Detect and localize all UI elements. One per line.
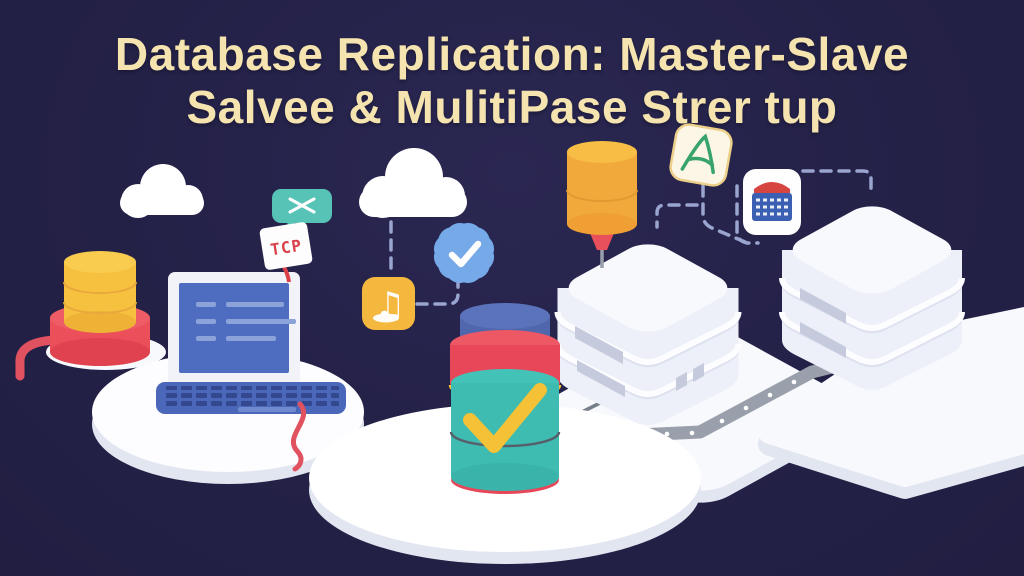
server-slats (575, 326, 625, 397)
handwritten-a-card-icon (669, 123, 733, 187)
server-slats (800, 288, 846, 358)
title-line-1: Database Replication: Master-Slave (114, 28, 910, 80)
page-title: Database Replication: Master-Slave Salve… (0, 28, 1024, 135)
laptop-spacebar (238, 407, 296, 412)
server-stack-right (779, 206, 965, 390)
tcp-label-text: TCP (269, 236, 303, 260)
calendar-card-icon (743, 169, 801, 235)
database-orange-right (566, 141, 638, 268)
tcp-label-card: TCP (259, 222, 313, 270)
blue-cap (460, 303, 550, 329)
database-checked-center (448, 303, 562, 494)
database-yellow-left (50, 251, 150, 366)
laptop-keyboard (156, 382, 346, 414)
cable-red-center (290, 401, 307, 472)
music-note-glyph: ♫ (375, 285, 405, 325)
check-mark-icon (463, 383, 547, 453)
laptop-screen (179, 283, 289, 373)
funnel (590, 233, 614, 250)
dashed-connector-lines (389, 169, 873, 306)
cloud-icon-left (120, 164, 204, 218)
platform-right (758, 306, 1024, 499)
verified-check-badge-icon (433, 222, 495, 284)
title-line-2: Salvee & MulitiPase Strer tup (186, 81, 838, 134)
laptop-screen-text-lines (196, 302, 296, 341)
music-note-icon: ♫ (362, 277, 415, 330)
server-stack-center (554, 244, 742, 425)
cable-red-left (15, 335, 60, 381)
laptop (156, 272, 346, 414)
cloud-icon-center (359, 148, 467, 218)
server-ports (676, 363, 704, 391)
